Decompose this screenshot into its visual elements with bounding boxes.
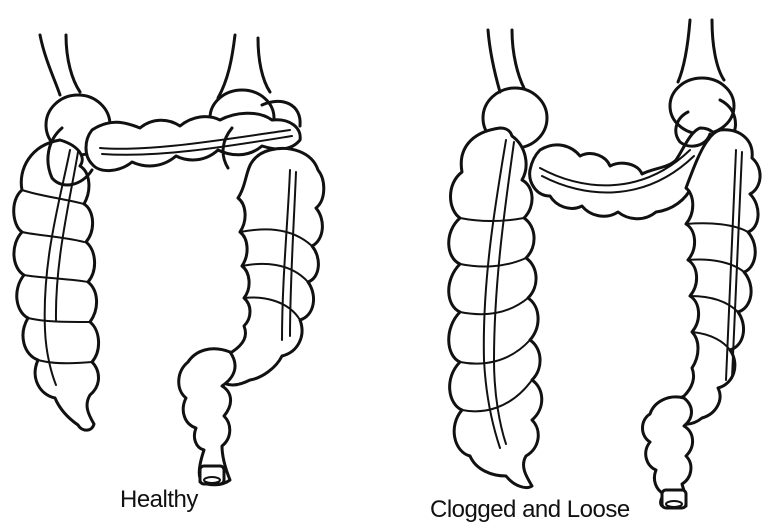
healthy-caption: Healthy: [120, 486, 198, 514]
clogged-caption: Clogged and Loose: [430, 496, 630, 524]
